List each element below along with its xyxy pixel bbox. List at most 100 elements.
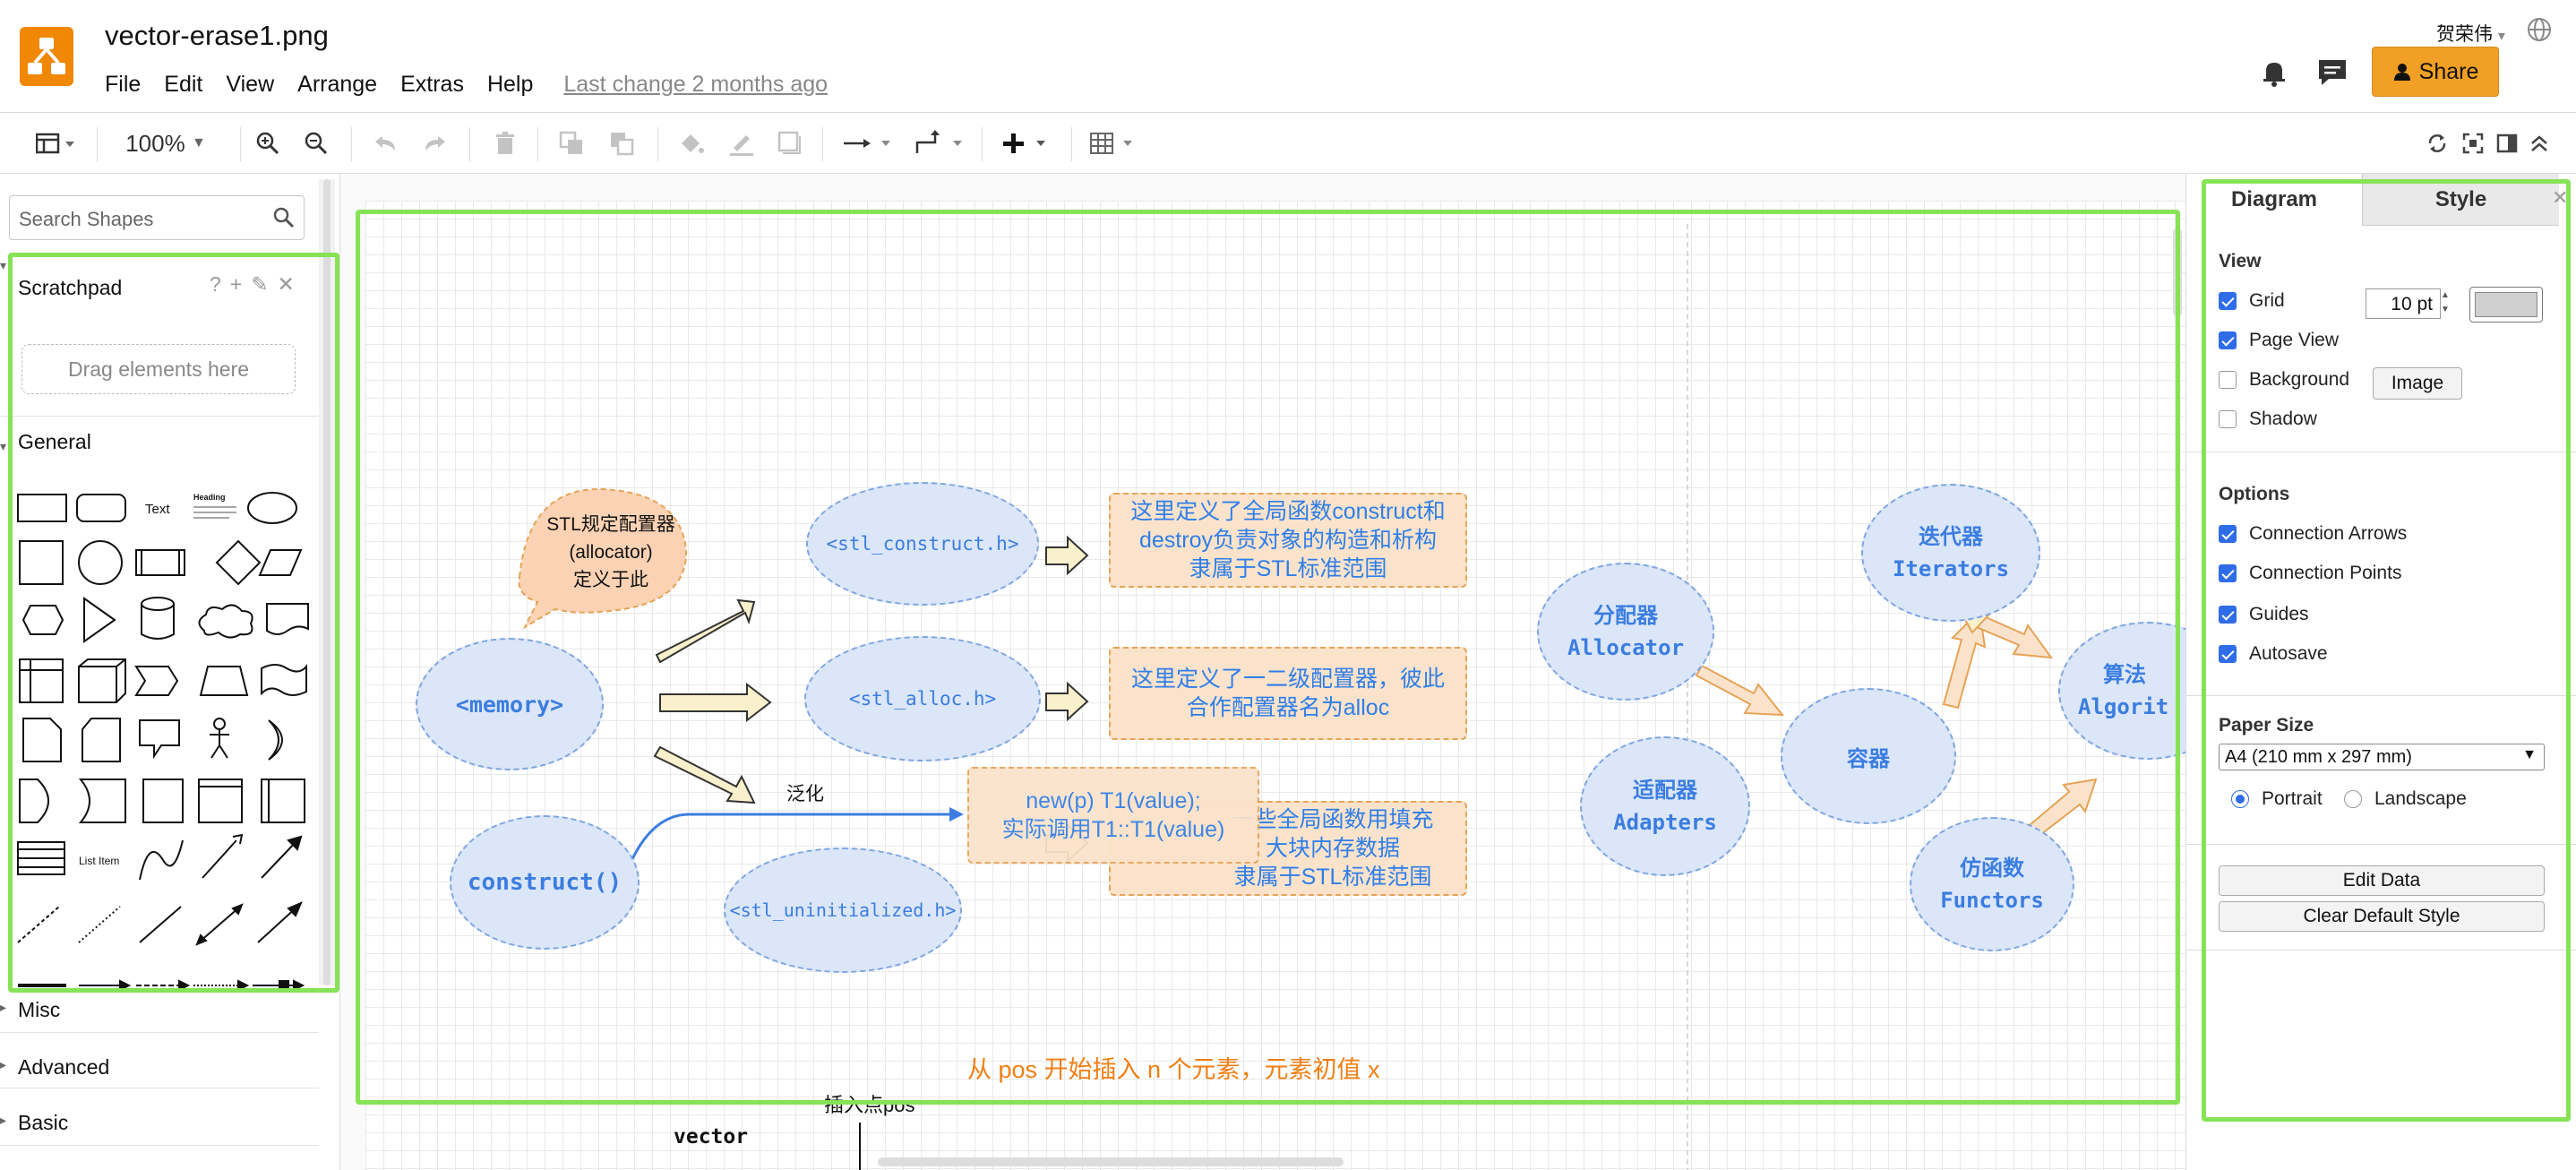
sync-icon[interactable] xyxy=(2422,113,2452,174)
functors-cn: 仿函数 xyxy=(1960,856,2024,881)
menu-arrange[interactable]: Arrange xyxy=(297,72,378,97)
canvas-horizontal-scrollbar[interactable] xyxy=(878,1157,1344,1166)
globe-icon[interactable] xyxy=(2526,16,2553,43)
vector-label[interactable]: vector xyxy=(674,1125,749,1148)
drag-hint: Drag elements here xyxy=(68,357,249,381)
to-front-icon[interactable] xyxy=(555,113,588,174)
allocator-callout[interactable]: STL规定配置器 (allocator) 定义于此 xyxy=(532,511,690,594)
stl-uninitialized-cloud[interactable]: <stl_uninitialized.h> xyxy=(724,847,962,973)
to-back-icon[interactable] xyxy=(605,113,638,174)
basic-section-title[interactable]: Basic xyxy=(18,1111,69,1134)
scratchpad-drop-zone[interactable]: Drag elements here xyxy=(21,344,296,394)
background-image-button[interactable]: Image xyxy=(2373,367,2462,400)
construct-cloud[interactable]: construct() xyxy=(450,815,640,950)
user-name[interactable]: 贺荣伟 ▾ xyxy=(2436,20,2505,47)
delete-icon[interactable] xyxy=(489,113,521,174)
checkbox-checked-icon[interactable] xyxy=(2219,525,2237,543)
menu-file[interactable]: File xyxy=(105,72,142,97)
undo-icon[interactable] xyxy=(369,113,401,174)
file-title[interactable]: vector-erase1.png xyxy=(105,20,329,51)
menu-view[interactable]: View xyxy=(226,72,275,97)
alloc-note[interactable]: 这里定义了一二级配置器，彼此合作配置器名为alloc xyxy=(1109,647,1467,740)
grid-checkbox[interactable]: Grid xyxy=(2219,290,2285,312)
checkbox-checked-icon[interactable] xyxy=(2219,564,2237,582)
fullscreen-icon[interactable] xyxy=(2458,113,2488,174)
checkbox-checked-icon[interactable] xyxy=(2219,331,2237,349)
search-shapes-input[interactable]: Search Shapes xyxy=(9,195,305,240)
last-change-link[interactable]: Last change 2 months ago xyxy=(563,72,829,97)
checkbox-checked-icon[interactable] xyxy=(2219,606,2237,624)
connection-style-icon[interactable] xyxy=(840,113,896,174)
tooltip-line: new(p) T1(value); xyxy=(1026,788,1201,813)
scratchpad-actions[interactable]: ?+✎✕ xyxy=(210,272,304,296)
share-button[interactable]: Share xyxy=(2372,47,2499,97)
fill-color-icon[interactable] xyxy=(675,113,708,174)
checkbox-unchecked-icon[interactable] xyxy=(2219,371,2237,389)
zoom-in-icon[interactable] xyxy=(253,113,283,174)
collapse-up-icon[interactable] xyxy=(2524,113,2555,174)
autosave-checkbox[interactable]: Autosave xyxy=(2219,643,2328,665)
zoom-out-icon[interactable] xyxy=(301,113,331,174)
sidebar-scrollbar[interactable] xyxy=(319,179,335,985)
edit-data-button[interactable]: Edit Data xyxy=(2219,865,2545,896)
search-icon[interactable] xyxy=(272,206,296,229)
container-cloud[interactable]: 容器 xyxy=(1781,688,1956,824)
checkbox-checked-icon[interactable] xyxy=(2219,292,2237,310)
insert-point-label[interactable]: 插入点pos xyxy=(824,1094,915,1116)
clear-default-style-button[interactable]: Clear Default Style xyxy=(2219,901,2545,932)
menu-help[interactable]: Help xyxy=(486,72,534,97)
radio-checked-icon[interactable] xyxy=(2231,790,2249,808)
portrait-radio[interactable]: Portrait xyxy=(2231,788,2323,810)
landscape-radio[interactable]: Landscape xyxy=(2344,788,2467,810)
line-color-icon[interactable] xyxy=(726,113,758,174)
constructor-tooltip[interactable]: new(p) T1(value);实际调用T1::T1(value) xyxy=(967,767,1259,864)
comment-icon[interactable] xyxy=(2316,57,2348,88)
stl-construct-cloud[interactable]: <stl_construct.h> xyxy=(806,482,1039,606)
connection-points-checkbox[interactable]: Connection Points xyxy=(2219,563,2401,584)
bell-icon[interactable] xyxy=(2259,57,2289,88)
generalize-label[interactable]: 泛化 xyxy=(786,784,824,804)
advanced-section-title[interactable]: Advanced xyxy=(18,1055,110,1079)
checkbox-unchecked-icon[interactable] xyxy=(2219,410,2237,428)
grid-size-input[interactable]: 10 pt xyxy=(2366,288,2441,319)
grid-size-stepper[interactable]: ▲▼ xyxy=(2441,290,2450,314)
scrollbar-thumb[interactable] xyxy=(323,179,331,985)
memory-cloud[interactable]: <memory> xyxy=(416,638,604,770)
waypoints-icon[interactable] xyxy=(912,113,967,174)
redo-icon[interactable] xyxy=(419,113,451,174)
general-shapes-palette[interactable]: Text Heading List Item xyxy=(14,478,310,1132)
close-icon[interactable]: ✕ xyxy=(2552,186,2569,209)
background-checkbox[interactable]: Background xyxy=(2219,369,2349,391)
panel-layout-icon[interactable] xyxy=(27,113,84,174)
page-break-line xyxy=(1687,224,1688,1170)
page-view-checkbox[interactable]: Page View xyxy=(2219,330,2339,351)
radio-unchecked-icon[interactable] xyxy=(2344,790,2362,808)
grid-color-button[interactable] xyxy=(2469,287,2543,323)
menu-extras[interactable]: Extras xyxy=(400,72,464,97)
diagram-canvas[interactable]: STL规定配置器 (allocator) 定义于此 <memory> const… xyxy=(340,174,2185,1170)
format-panel-toggle-icon[interactable] xyxy=(2492,113,2522,174)
table-icon[interactable] xyxy=(1087,113,1143,174)
zoom-value: 100% xyxy=(125,129,185,157)
insert-caption[interactable]: 从 pos 开始插入 n 个元素，元素初值 x xyxy=(967,1056,1380,1083)
misc-section-title[interactable]: Misc xyxy=(18,998,61,1021)
guides-checkbox[interactable]: Guides xyxy=(2219,604,2309,625)
insert-icon[interactable] xyxy=(998,113,1055,174)
shadow-checkbox[interactable]: Shadow xyxy=(2219,409,2317,430)
paper-size-select[interactable]: A4 (210 mm x 297 mm)▼ xyxy=(2219,744,2545,770)
scratchpad-title[interactable]: Scratchpad xyxy=(18,276,123,299)
connection-arrows-checkbox[interactable]: Connection Arrows xyxy=(2219,523,2407,545)
stl-alloc-cloud[interactable]: <stl_alloc.h> xyxy=(804,636,1041,761)
zoom-select[interactable]: 100% ▼ xyxy=(116,113,215,174)
menu-edit[interactable]: Edit xyxy=(164,72,203,97)
drawio-logo[interactable] xyxy=(20,27,73,86)
shadow-icon[interactable] xyxy=(774,113,806,174)
checkbox-checked-icon[interactable] xyxy=(2219,645,2237,663)
general-section-title[interactable]: General xyxy=(18,430,91,453)
